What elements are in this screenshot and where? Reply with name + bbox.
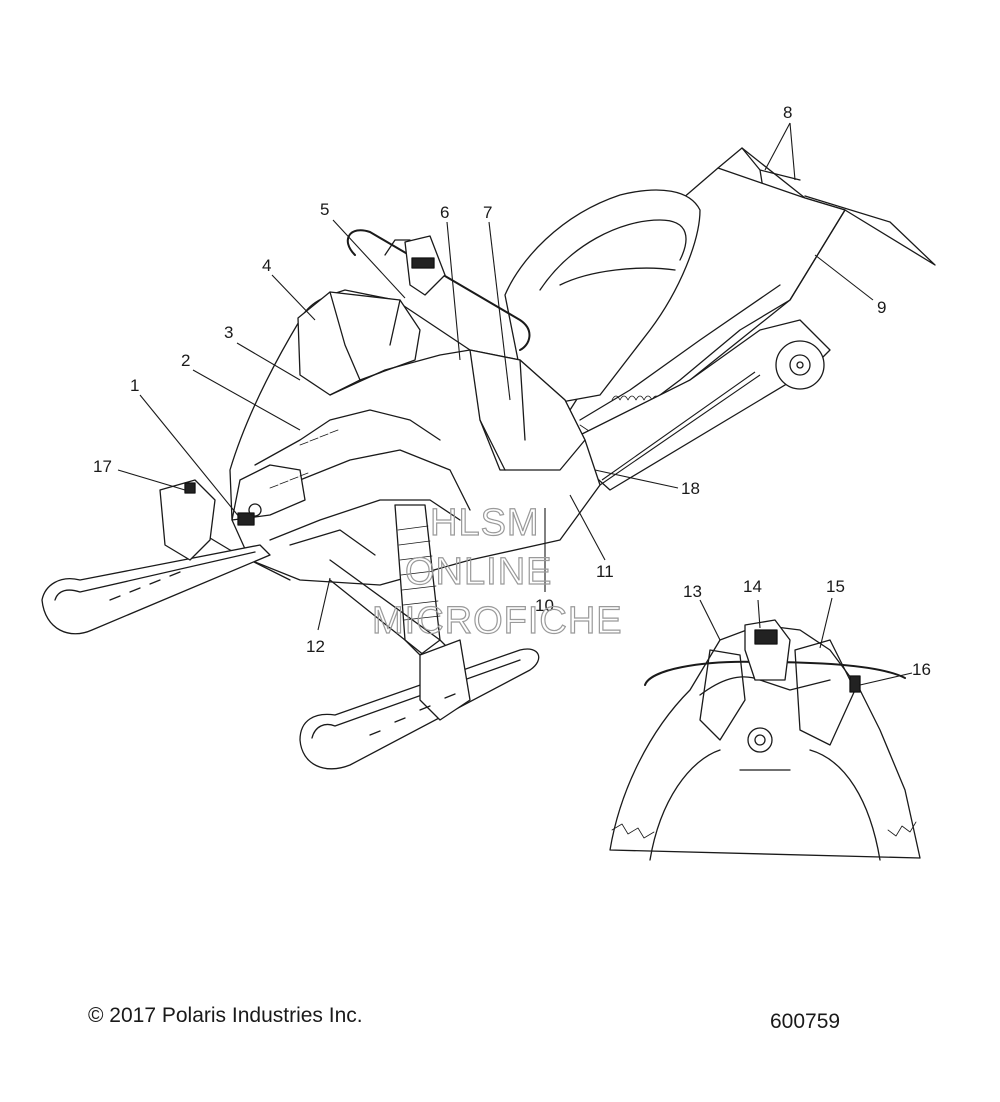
callout-5: 5 [320, 200, 329, 219]
right-spindle [419, 639, 471, 721]
figure-number: 600759 [770, 1010, 841, 1033]
watermark-line-1: HLSM [430, 502, 540, 544]
snowmobile-main-view [41, 147, 936, 770]
callout-8: 8 [783, 103, 792, 122]
callout-11: 11 [596, 562, 614, 581]
idler-wheel [775, 340, 825, 390]
callout-3: 3 [224, 323, 233, 342]
inset-cockpit-view [609, 619, 921, 861]
callout-6: 6 [440, 203, 449, 222]
watermark-line-3: MICROFICHE [372, 600, 623, 642]
copyright-notice: © 2017 Polaris Industries Inc. [88, 1004, 363, 1027]
callout-12: 12 [306, 637, 325, 656]
callout-9: 9 [877, 298, 886, 317]
watermark: HLSM ONLINE MICROFICHE [371, 501, 623, 642]
watermark-line-2: ONLINE [405, 551, 552, 593]
seat [504, 189, 701, 406]
leader-lines [117, 122, 913, 686]
callout-14: 14 [743, 577, 762, 596]
callout-2: 2 [181, 351, 190, 370]
callout-15: 15 [826, 577, 845, 596]
callout-16: 16 [912, 660, 931, 679]
callout-18: 18 [681, 479, 700, 498]
track-area [559, 319, 831, 491]
callout-1: 1 [130, 376, 139, 395]
callout-13: 13 [683, 582, 702, 601]
callout-17: 17 [93, 457, 112, 476]
callout-7: 7 [483, 203, 492, 222]
callout-labels: 1 2 3 4 5 6 7 8 9 10 11 12 13 14 15 16 1… [93, 103, 931, 679]
handlebar [346, 229, 531, 351]
right-ski [299, 648, 540, 770]
callout-10: 10 [535, 596, 554, 615]
left-spindle [159, 479, 216, 561]
left-ski [41, 544, 271, 635]
side-panel [469, 349, 586, 471]
callout-4: 4 [262, 256, 271, 275]
